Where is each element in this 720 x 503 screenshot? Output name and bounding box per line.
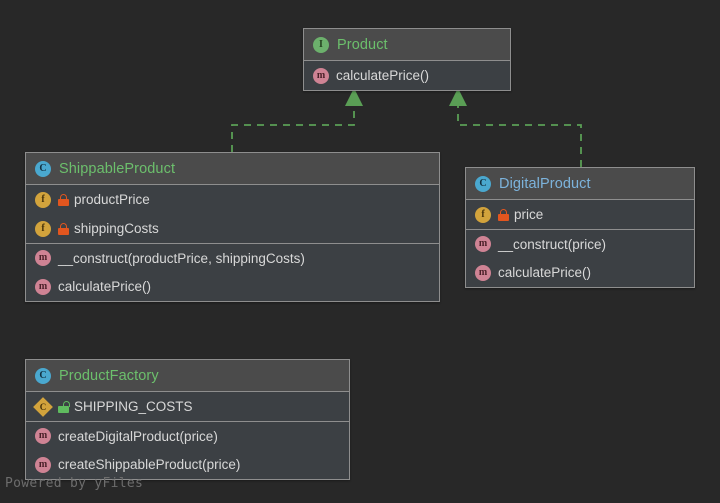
lock-icon — [58, 193, 69, 206]
method-icon: m — [35, 250, 51, 266]
lock-icon — [498, 208, 509, 221]
uml-member-row[interactable]: f shippingCosts — [26, 214, 439, 243]
interface-icon: I — [313, 36, 329, 53]
field-icon: f — [475, 206, 491, 223]
uml-section-methods: m calculatePrice() — [304, 61, 510, 90]
method-icon: m — [35, 428, 51, 444]
lock-icon — [58, 222, 69, 235]
uml-section-methods: m createDigitalProduct(price) m createShipp… — [26, 421, 349, 479]
uml-section-constants: C SHIPPING_COSTS — [26, 392, 349, 421]
uml-node-title: ShippableProduct — [59, 160, 176, 177]
yfiles-watermark: Powered by yFiles — [5, 476, 144, 491]
uml-node-title: ProductFactory — [59, 367, 159, 384]
uml-member-row[interactable]: C SHIPPING_COSTS — [26, 392, 349, 421]
uml-node-header[interactable]: I Product — [304, 29, 510, 61]
uml-member-row[interactable]: m __construct(productPrice, shippingCosts… — [26, 243, 439, 272]
method-icon: m — [35, 278, 51, 295]
uml-member-row[interactable]: m __construct(price) — [466, 229, 694, 258]
uml-section-methods: m __construct(productPrice, shippingCosts… — [26, 243, 439, 301]
uml-member-label: shippingCosts — [74, 221, 159, 236]
class-icon: C — [35, 160, 51, 177]
uml-member-row[interactable]: f price — [466, 200, 694, 229]
uml-section-fields: f productPrice f shippingCosts — [26, 185, 439, 243]
uml-node-title: Product — [337, 36, 388, 53]
constant-icon: C — [33, 396, 53, 417]
uml-member-row[interactable]: m calculatePrice() — [466, 258, 694, 287]
uml-member-row[interactable]: m createShippableProduct(price) — [26, 450, 349, 479]
uml-member-label: __construct(productPrice, shippingCosts) — [58, 250, 305, 266]
uml-member-row[interactable]: m calculatePrice() — [26, 272, 439, 301]
uml-node-product[interactable]: I Product m calculatePrice() — [303, 28, 511, 91]
uml-node-digital-product[interactable]: C DigitalProduct f price m __construct(price)… — [465, 167, 695, 288]
uml-member-label: calculatePrice() — [336, 68, 430, 83]
method-icon: m — [35, 456, 51, 473]
uml-member-label: createDigitalProduct(price) — [58, 428, 218, 444]
uml-section-fields: f price — [466, 200, 694, 229]
uml-member-label: calculatePrice() — [58, 279, 152, 294]
uml-member-label: price — [514, 207, 544, 222]
unlock-icon — [58, 400, 70, 413]
uml-member-label: calculatePrice() — [498, 265, 592, 280]
uml-member-row[interactable]: m calculatePrice() — [304, 61, 510, 90]
class-icon: C — [475, 175, 491, 192]
uml-node-header[interactable]: C ShippableProduct — [26, 153, 439, 185]
field-icon: f — [35, 191, 51, 208]
uml-member-label: productPrice — [74, 192, 150, 207]
method-icon: m — [475, 236, 491, 252]
uml-node-header[interactable]: C DigitalProduct — [466, 168, 694, 200]
method-icon: m — [475, 264, 491, 281]
edge-line — [457, 104, 582, 167]
uml-node-title: DigitalProduct — [499, 175, 591, 192]
edge-line — [231, 104, 355, 152]
uml-member-label: createShippableProduct(price) — [58, 457, 241, 472]
field-icon: f — [35, 220, 51, 237]
method-icon: m — [313, 67, 329, 84]
uml-node-shippable-product[interactable]: C ShippableProduct f productPrice f shippingC… — [25, 152, 440, 302]
class-icon: C — [35, 367, 51, 384]
uml-member-label: SHIPPING_COSTS — [74, 399, 193, 414]
uml-node-header[interactable]: C ProductFactory — [26, 360, 349, 392]
uml-member-label: __construct(price) — [498, 236, 607, 252]
uml-member-row[interactable]: m createDigitalProduct(price) — [26, 421, 349, 450]
uml-member-row[interactable]: f productPrice — [26, 185, 439, 214]
